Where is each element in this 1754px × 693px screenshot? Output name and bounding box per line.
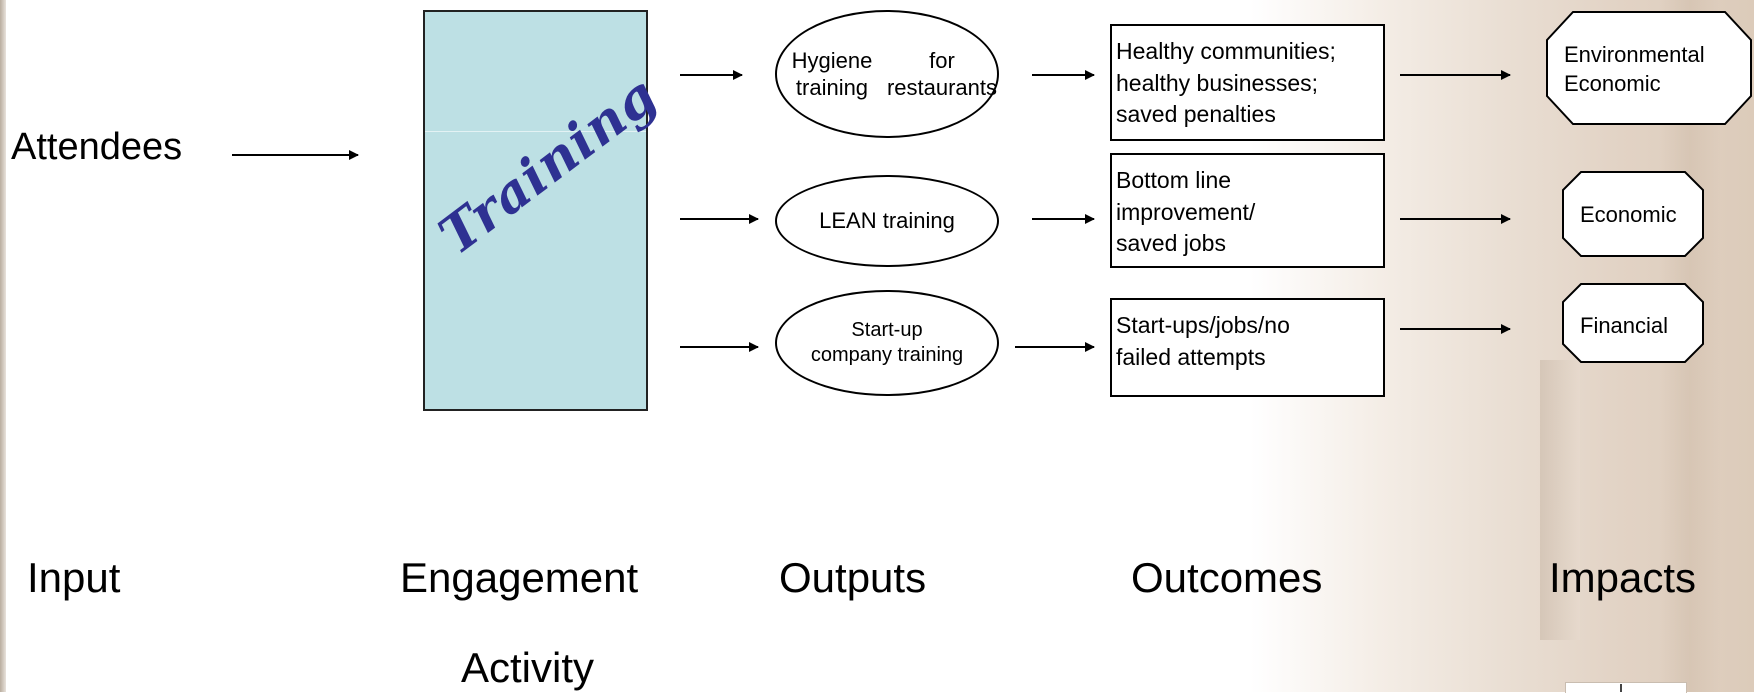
stage-label-engagement: Engagement bbox=[400, 554, 639, 601]
output-oval-hygiene: Hygiene training for restaurants bbox=[775, 10, 999, 138]
output-line: company training bbox=[810, 344, 964, 366]
stage-label-outputs: Outputs bbox=[779, 554, 927, 601]
impact-line: Environmental bbox=[1564, 42, 1705, 67]
stage-label-activity: Activity bbox=[461, 644, 595, 691]
impact-octagon-environmental: Environmental Economic bbox=[1545, 10, 1754, 126]
impact-line: Financial bbox=[1580, 313, 1669, 338]
outcome-line: failed attempts bbox=[1116, 343, 1266, 370]
outcome-line: improvement/ bbox=[1116, 198, 1256, 225]
output-line: Hygiene training bbox=[791, 47, 873, 101]
impact-octagon-economic: Economic bbox=[1561, 170, 1705, 258]
output-line: for restaurants bbox=[886, 47, 998, 101]
outcome-line: Healthy communities; bbox=[1116, 38, 1336, 64]
output-oval-lean: LEAN training bbox=[775, 175, 999, 267]
corner-logo-mark bbox=[1620, 684, 1622, 692]
outcome-line: healthy businesses; bbox=[1116, 69, 1319, 96]
impact-line: Economic bbox=[1564, 71, 1661, 97]
stage-label-outcomes: Outcomes bbox=[1131, 554, 1323, 601]
outcome-line: Start-ups/jobs/no bbox=[1116, 312, 1290, 338]
engagement-training-box bbox=[423, 10, 648, 411]
slide-left-edge bbox=[0, 0, 6, 692]
output-oval-startup: Start-up company training bbox=[775, 290, 999, 396]
outcome-box-healthy: Healthy communities; healthy businesses;… bbox=[1110, 24, 1385, 141]
training-box-seam bbox=[425, 131, 646, 132]
stage-label-input: Input bbox=[27, 554, 121, 601]
impact-line: Economic bbox=[1580, 202, 1677, 227]
stage-label-impacts: Impacts bbox=[1549, 554, 1697, 601]
outcome-line: saved penalties bbox=[1116, 101, 1276, 128]
background-pillar bbox=[1540, 360, 1580, 640]
outcome-box-bottom-line: Bottom line improvement/ saved jobs bbox=[1110, 153, 1385, 268]
output-line: LEAN training bbox=[819, 208, 955, 234]
input-attendees-label: Attendees bbox=[11, 126, 183, 168]
impact-octagon-financial: Financial bbox=[1561, 282, 1705, 364]
outcome-box-startups: Start-ups/jobs/no failed attempts bbox=[1110, 298, 1385, 397]
output-line: Start-up bbox=[851, 319, 923, 341]
corner-logo bbox=[1565, 682, 1687, 693]
outcome-line: Bottom line bbox=[1116, 167, 1232, 193]
outcome-line: saved jobs bbox=[1116, 230, 1226, 257]
